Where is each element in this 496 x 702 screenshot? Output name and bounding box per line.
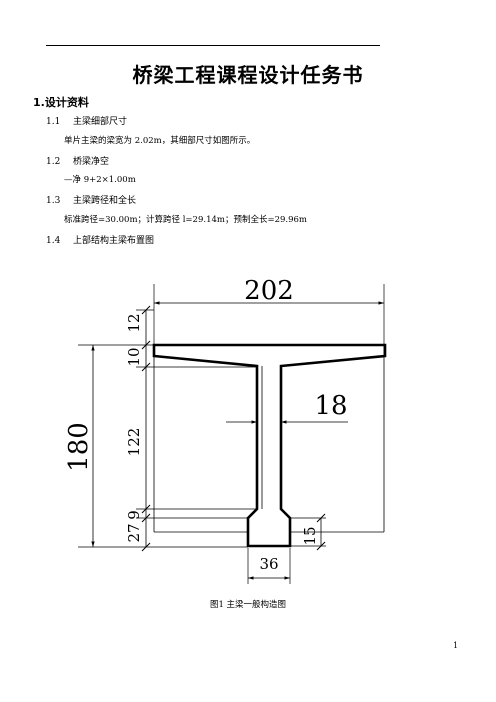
- item-label: 主梁跨径和全长: [73, 196, 137, 206]
- item-number: 1.4: [46, 236, 61, 246]
- dim-haunch-height: 9: [125, 510, 143, 520]
- item-number: 1.2: [46, 157, 61, 167]
- section-heading: 1.设计资料: [33, 94, 89, 110]
- document-title: 桥梁工程课程设计任务书: [132, 63, 364, 87]
- item-heading-1-3: 1.3 主梁跨径和全长: [46, 193, 136, 206]
- beam-outline: [152, 343, 387, 548]
- figure-caption: 图1 主梁一般构造图: [209, 600, 287, 610]
- dim-total-height: 180: [64, 422, 94, 472]
- dim-flange-thickness: 10: [125, 347, 143, 366]
- dimension-lines: [91, 301, 384, 580]
- item-text-1-1: 单片主梁的梁宽为 2.02m，其细部尺寸如图所示。: [64, 136, 256, 146]
- extension-lines: [78, 284, 385, 584]
- page-number: 1: [453, 641, 459, 650]
- dim-bottom-height: 15: [301, 526, 319, 545]
- item-text-1-2: —净 9+2×1.00m: [64, 175, 136, 185]
- item-label: 上部结构主梁布置图: [73, 236, 155, 246]
- item-label: 主梁细部尺寸: [73, 117, 128, 127]
- dim-bulb-width: 36: [259, 555, 278, 573]
- item-heading-1-2: 1.2 桥梁净空: [46, 154, 109, 167]
- dim-web-width: 18: [314, 391, 347, 421]
- item-label: 桥梁净空: [73, 157, 110, 167]
- header-rule: [46, 45, 380, 46]
- dimension-ticks: [141, 305, 326, 552]
- item-text-1-3: 标准跨径=30.00m；计算跨径 l=29.14m；预制全长=29.96m: [64, 215, 307, 225]
- dim-top-width: 202: [244, 276, 294, 306]
- dim-bulb-height: 27: [125, 523, 143, 542]
- dim-web-height: 122: [125, 428, 143, 457]
- item-number: 1.1: [46, 117, 61, 127]
- dim-flange-offset: 12: [125, 313, 143, 332]
- section-label: 设计资料: [44, 96, 89, 109]
- item-heading-1-1: 1.1 主梁细部尺寸: [46, 114, 127, 127]
- item-number: 1.3: [46, 196, 61, 206]
- outline-frame: [153, 344, 385, 533]
- item-heading-1-4: 1.4 上部结构主梁布置图: [46, 233, 154, 246]
- section-number: 1.: [33, 96, 45, 109]
